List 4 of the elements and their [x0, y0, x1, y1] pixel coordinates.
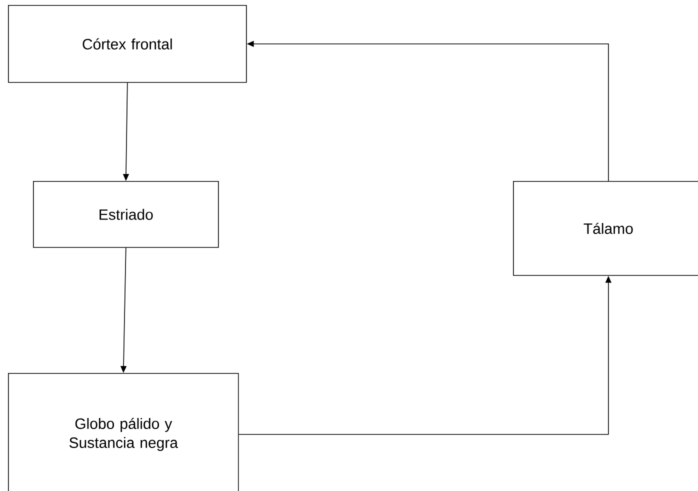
process-box: Tálamo	[513, 181, 698, 276]
process-box: Estriado	[33, 181, 219, 248]
process-box: Córtex frontal	[8, 5, 247, 83]
process-box: Globo pálido y Sustancia negra	[8, 373, 239, 491]
